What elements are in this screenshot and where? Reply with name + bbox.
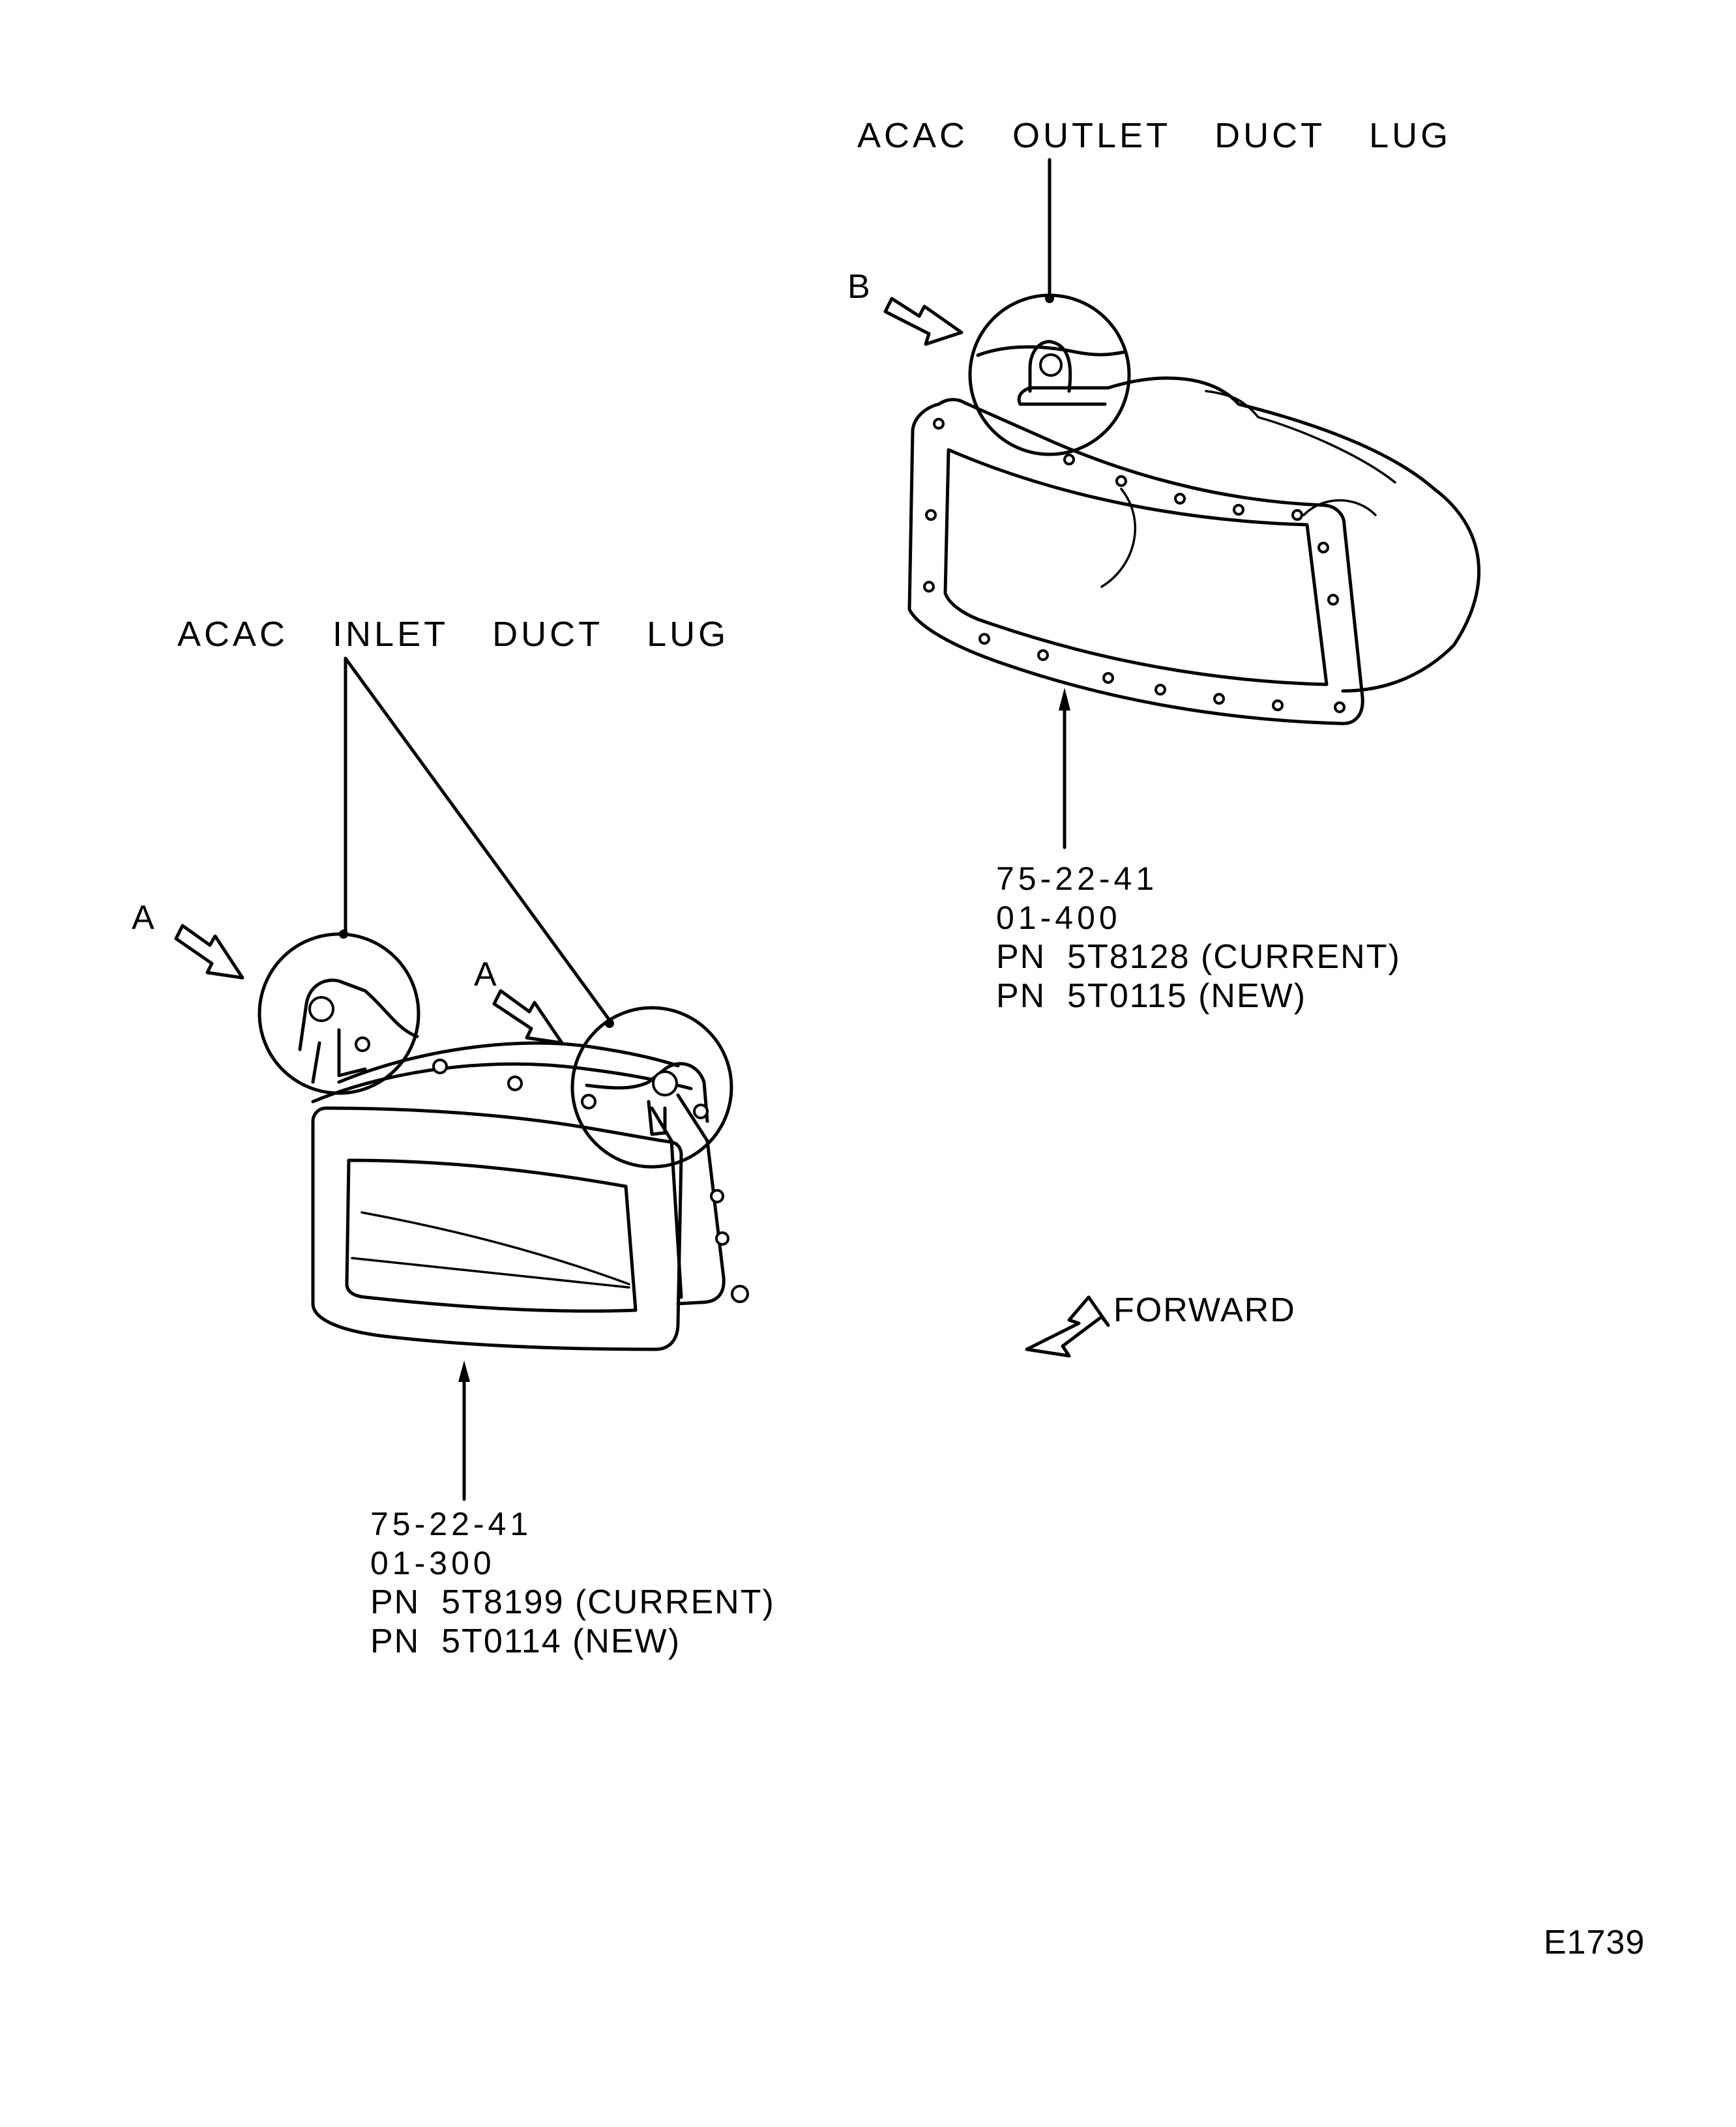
outlet-flange-holes: [923, 418, 1346, 713]
inlet-lug-detail-right: [570, 1006, 733, 1169]
figure-id: E1739: [1544, 1924, 1645, 1961]
inlet-flange-holes: [432, 1059, 749, 1303]
inlet-duct-lug-callout: ACAC INLET DUCT LUG: [177, 615, 729, 654]
outlet-pn-current: PN 5T8128 (CURRENT): [996, 938, 1401, 976]
inlet-duct-drawing: [257, 932, 749, 1351]
inlet-lug-detail-left: [257, 932, 420, 1095]
outlet-ref: 75-22-41: [996, 860, 1158, 897]
inlet-pn-current: PN 5T8199 (CURRENT): [370, 1583, 775, 1621]
forward-label: FORWARD: [1113, 1291, 1296, 1329]
inlet-item: 01-300: [370, 1545, 495, 1581]
view-a-left-label: A: [132, 899, 156, 937]
view-arrow-a-right: [492, 989, 564, 1045]
outlet-pn-new: PN 5T0115 (NEW): [996, 977, 1307, 1015]
view-arrow-a-left: [174, 924, 244, 980]
outlet-duct-drawing: [907, 293, 1481, 726]
outlet-duct-lug-callout: ACAC OUTLET DUCT LUG: [857, 116, 1452, 155]
inlet-ref: 75-22-41: [370, 1506, 533, 1542]
view-b-label: B: [847, 268, 872, 306]
outlet-item: 01-400: [996, 900, 1121, 936]
inlet-duct-part-info: 75-22-41 01-300 PN 5T8199 (CURRENT) PN 5…: [370, 1504, 775, 1661]
inlet-pn-new: PN 5T0114 (NEW): [370, 1622, 681, 1660]
outlet-duct-part-info: 75-22-41 01-400 PN 5T8128 (CURRENT) PN 5…: [996, 859, 1401, 1016]
outlet-lug-detail: [968, 293, 1131, 456]
leader-lines: [339, 158, 1070, 1501]
view-arrow-b: [883, 297, 964, 346]
forward-arrow: [1025, 1295, 1110, 1358]
view-a-right-label: A: [474, 956, 498, 993]
